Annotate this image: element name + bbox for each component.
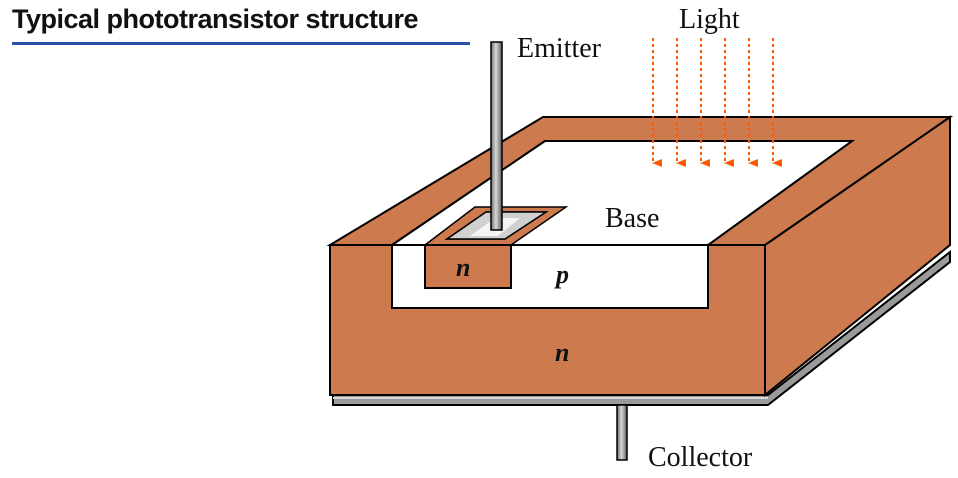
base-label: Base	[605, 203, 659, 234]
diagram-title: Typical phototransistor structure	[12, 4, 419, 34]
collector-lead	[616, 404, 628, 461]
emitter-label: Emitter	[517, 33, 602, 64]
collector-contact-plate	[332, 249, 951, 406]
emitter-region-label: n	[456, 253, 470, 282]
title-underline	[12, 42, 470, 45]
collector-label: Collector	[648, 442, 753, 473]
collector-region-label: n	[555, 338, 569, 367]
light-label: Light	[679, 4, 740, 35]
light-rays	[652, 38, 782, 167]
base-region-label: p	[554, 260, 569, 289]
emitter-n-region	[424, 244, 512, 289]
emitter-lead	[490, 41, 503, 231]
